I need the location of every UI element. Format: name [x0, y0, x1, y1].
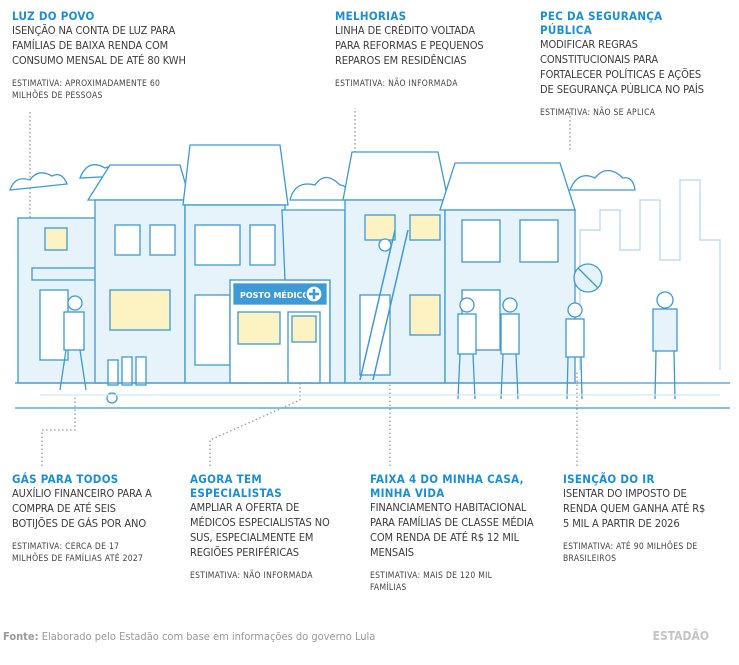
house-5: [342, 151, 449, 384]
item-estimate: ESTIMATIVA: NÃO INFORMADA: [335, 79, 458, 89]
item-title: ISENÇÃO DO IR: [563, 472, 655, 486]
item-estimate: ESTIMATIVA: APROXIMADAMENTE 60 MILHÕES D…: [12, 79, 161, 101]
ground: [15, 382, 730, 409]
item-desc: AUXÍLIO FINANCEIRO PARA A COMPRA DE ATÉ …: [12, 487, 152, 530]
source-label: Fonte:: [3, 630, 39, 643]
people: [59, 263, 678, 404]
item-estimate: ESTIMATIVA: ATÉ 90 MILHÕES DE BRASILEIRO…: [563, 542, 698, 564]
item-desc: AMPLIAR A OFERTA DE MÉDICOS ESPECIALISTA…: [190, 501, 330, 559]
item-desc: MODIFICAR REGRAS CONSTITUCIONAIS PARA FO…: [540, 38, 704, 96]
workers: [457, 297, 520, 400]
item-title: PEC DA SEGURANÇA PÚBLICA: [540, 9, 663, 37]
item-title: LUZ DO POVO: [12, 9, 95, 23]
skyline: [579, 179, 721, 370]
item-title: AGORA TEM ESPECIALISTAS: [190, 472, 283, 500]
item-faixa-4: FAIXA 4 DO MINHA CASA, MINHA VIDA FINANC…: [370, 472, 540, 594]
neighborhood-illustration: POSTO MÉDICO: [9, 108, 730, 468]
item-isencao-ir: ISENÇÃO DO IR ISENTAR DO IMPOSTO DE REND…: [563, 472, 713, 565]
item-luz-do-povo: LUZ DO POVO ISENÇÃO NA CONTA DE LUZ PARA…: [12, 9, 212, 102]
house-2: [86, 164, 191, 384]
clinic-sign: POSTO MÉDICO: [240, 289, 309, 300]
clinic: POSTO MÉDICO: [229, 279, 331, 384]
item-title: GÁS PARA TODOS: [12, 472, 119, 486]
item-desc: ISENÇÃO NA CONTA DE LUZ PARA FAMÍLIAS DE…: [12, 24, 186, 67]
tax-person: [565, 263, 603, 400]
item-title: MELHORIAS: [335, 9, 407, 23]
item-gas-para-todos: GÁS PARA TODOS AUXÍLIO FINANCEIRO PARA A…: [12, 472, 152, 565]
item-estimate: ESTIMATIVA: MAIS DE 120 MIL FAMÍLIAS: [370, 571, 493, 593]
item-desc: ISENTAR DO IMPOSTO DE RENDA QUEM GANHA A…: [563, 487, 706, 530]
source-footer: Fonte: Elaborado pelo Estadão com base e…: [3, 630, 375, 643]
gas-worker: [59, 295, 147, 404]
item-pec-seguranca: PEC DA SEGURANÇA PÚBLICA MODIFICAR REGRA…: [540, 9, 715, 119]
item-estimate: ESTIMATIVA: NÃO SE APLICA: [540, 108, 656, 118]
item-desc: LINHA DE CRÉDITO VOLTADA PARA REFORMAS E…: [335, 24, 484, 67]
item-title: FAIXA 4 DO MINHA CASA, MINHA VIDA: [370, 472, 524, 500]
item-estimate: ESTIMATIVA: CERCA DE 17 MILHÕES DE FAMÍL…: [12, 542, 144, 564]
item-estimate: ESTIMATIVA: NÃO INFORMADA: [190, 571, 313, 581]
source-text: Elaborado pelo Estadão com base em infor…: [41, 630, 376, 643]
house-1: [17, 217, 103, 384]
item-agora-tem-especialistas: AGORA TEM ESPECIALISTAS AMPLIAR A OFERTA…: [190, 472, 340, 582]
police-officer: [652, 291, 678, 400]
item-desc: FINANCIAMENTO HABITACIONAL PARA FAMÍLIAS…: [370, 501, 534, 559]
clouds: [9, 164, 636, 201]
item-melhorias: MELHORIAS LINHA DE CRÉDITO VOLTADA PARA …: [335, 9, 495, 90]
estadao-logo: ESTADÃO: [652, 629, 709, 643]
